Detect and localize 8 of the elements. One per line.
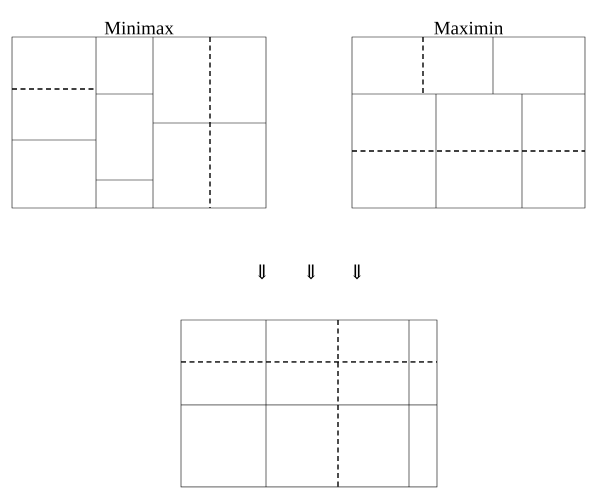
node-label: Maximin: [434, 22, 504, 34]
node-label: Minimax: [104, 22, 174, 34]
down-arrow-symbol: ⇓: [352, 264, 362, 280]
down-arrow-symbol: ⇓: [306, 264, 316, 280]
panel-box: Minimax: [12, 22, 266, 208]
down-arrow-symbol: ⇓: [258, 264, 266, 280]
panel-box: [180, 320, 438, 488]
panel-box: Maximin: [352, 22, 586, 208]
